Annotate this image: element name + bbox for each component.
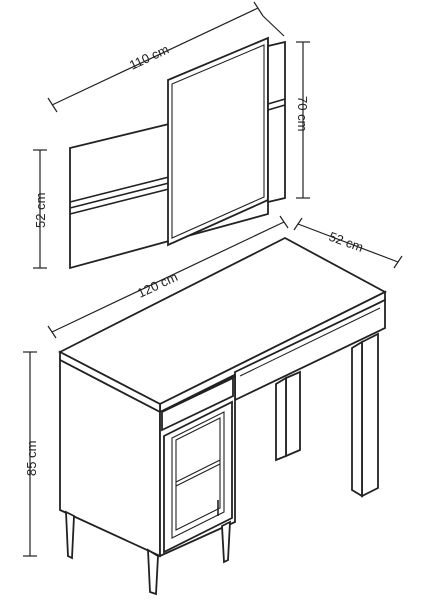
desk-height-label: 85 cm [24, 441, 39, 476]
desk [58, 236, 387, 596]
dimension-desk-height: 85 cm [23, 351, 39, 557]
desk-depth-label: 52 cm [327, 229, 365, 255]
shelf-height-label: 52 cm [33, 193, 48, 228]
mirror-width-label: 110 cm [127, 42, 171, 73]
dimension-shelf-height: 52 cm [33, 149, 48, 269]
wall-shelf-right-part [267, 40, 286, 204]
dimension-mirror-height: 70 cm [295, 41, 310, 199]
mirror-height-label: 70 cm [295, 96, 310, 131]
